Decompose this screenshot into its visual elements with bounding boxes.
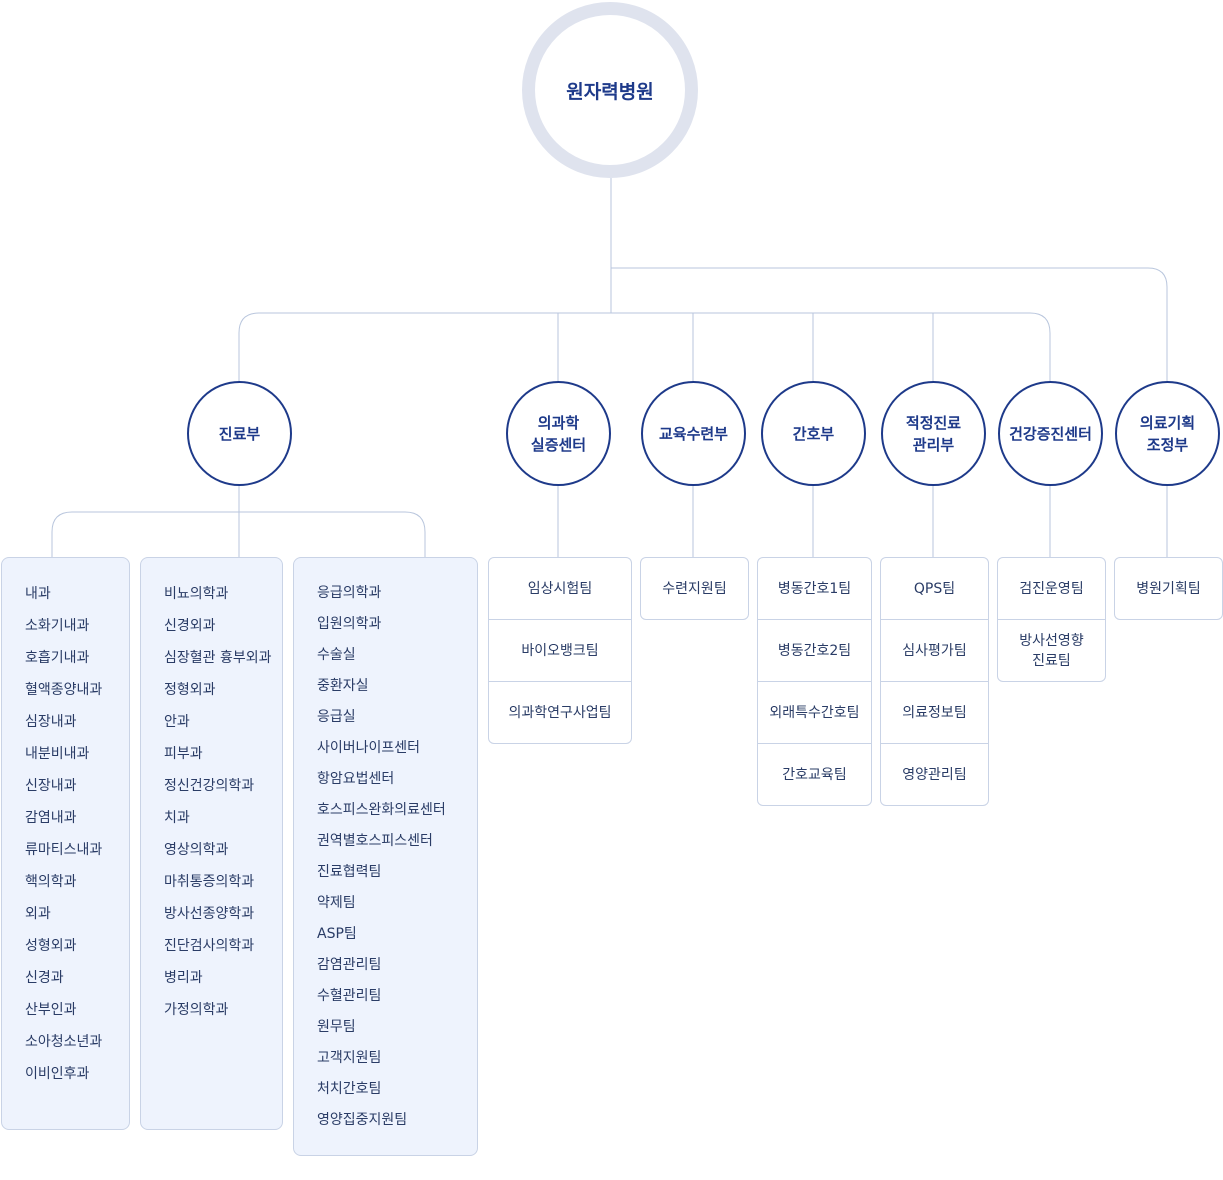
list-item[interactable]: 심장내과 (25, 714, 77, 730)
team-item[interactable]: 외래특수간호팀 (758, 681, 871, 743)
list-item[interactable]: 정형외과 (164, 682, 216, 698)
list-item[interactable]: 내분비내과 (25, 746, 90, 762)
list-item[interactable]: 혈액종양내과 (25, 682, 103, 698)
nursing-teams: 병동간호1팀 병동간호2팀 외래특수간호팀 간호교육팀 (757, 557, 872, 806)
list-item[interactable]: 중환자실 (317, 678, 369, 694)
list-item[interactable]: 처치간호팀 (317, 1081, 382, 1097)
list-item[interactable]: 응급의학과 (317, 585, 382, 601)
list-item[interactable]: 호흡기내과 (25, 650, 90, 666)
list-item[interactable]: 핵의학과 (25, 874, 77, 890)
list-item[interactable]: 고객지원팀 (317, 1050, 382, 1066)
list-item[interactable]: 정신건강의학과 (164, 778, 255, 794)
list-item[interactable]: 피부과 (164, 746, 203, 762)
list-item[interactable]: 수술실 (317, 647, 356, 663)
list-item[interactable]: 심장혈관 흉부외과 (164, 650, 272, 666)
list-item[interactable]: 호스피스완화의료센터 (317, 802, 446, 818)
dept-label: 의료기획 조정부 (1139, 413, 1196, 454)
team-item[interactable]: 검진운영팀 (1019, 580, 1084, 597)
team-item[interactable]: 의료정보팀 (881, 681, 988, 743)
dept-label: 의과학 실증센터 (530, 413, 587, 454)
list-item[interactable]: 산부인과 (25, 1002, 77, 1018)
list-item[interactable]: ASP팀 (317, 926, 357, 942)
dept-planning[interactable]: 의료기획 조정부 (1115, 381, 1220, 486)
dept-label: 간호부 (792, 424, 835, 443)
list-item[interactable]: 항암요법센터 (317, 771, 395, 787)
team-item[interactable]: 방사선영향 진료팀 (998, 619, 1105, 681)
dept-health-center[interactable]: 건강증진센터 (998, 381, 1103, 486)
list-item[interactable]: 약제팀 (317, 895, 356, 911)
list-item[interactable]: 감염내과 (25, 810, 77, 826)
list-item[interactable]: 외과 (25, 906, 51, 922)
list-item[interactable]: 응급실 (317, 709, 356, 725)
list-item[interactable]: 소화기내과 (25, 618, 90, 634)
list-item[interactable]: 사이버나이프센터 (317, 740, 421, 756)
education-teams: 수련지원팀 (640, 557, 749, 620)
dept-label: 건강증진센터 (1009, 424, 1092, 443)
list-item[interactable]: 감염관리팀 (317, 957, 382, 973)
quality-teams: QPS팀 심사평가팀 의료정보팀 영양관리팀 (880, 557, 989, 806)
team-item[interactable]: 병동간호1팀 (777, 580, 852, 597)
dept-nursing[interactable]: 간호부 (761, 381, 866, 486)
list-item[interactable]: 안과 (164, 714, 190, 730)
root-label: 원자력병원 (566, 80, 654, 103)
list-item[interactable]: 병리과 (164, 970, 203, 986)
team-item[interactable]: 바이오뱅크팀 (489, 619, 631, 681)
team-item[interactable]: 병원기획팀 (1136, 580, 1201, 597)
list-item[interactable]: 영상의학과 (164, 842, 229, 858)
list-item[interactable]: 입원의학과 (317, 616, 382, 632)
list-item[interactable]: 권역별호스피스센터 (317, 833, 433, 849)
list-item[interactable]: 진단검사의학과 (164, 938, 255, 954)
dept-label: 진료부 (218, 424, 261, 443)
team-item[interactable]: 수련지원팀 (662, 580, 727, 597)
list-item[interactable]: 치과 (164, 810, 190, 826)
list-item[interactable]: 원무팀 (317, 1019, 356, 1035)
planning-teams: 병원기획팀 (1114, 557, 1223, 620)
list-item[interactable]: 신장내과 (25, 778, 77, 794)
dept-quality[interactable]: 적정진료 관리부 (881, 381, 986, 486)
health-teams: 검진운영팀 방사선영향 진료팀 (997, 557, 1106, 682)
clinic-list-2: 비뇨의학과 신경외과 심장혈관 흉부외과 정형외과 안과 피부과 정신건강의학과… (140, 557, 283, 1130)
team-item[interactable]: 임상시험팀 (527, 580, 593, 597)
team-item[interactable]: 영양관리팀 (881, 743, 988, 805)
dept-clinic[interactable]: 진료부 (187, 381, 292, 486)
list-item[interactable]: 가정의학과 (164, 1002, 229, 1018)
team-item[interactable]: 의과학연구사업팀 (489, 681, 631, 743)
list-item[interactable]: 비뇨의학과 (164, 586, 229, 602)
dept-label: 적정진료 관리부 (905, 413, 962, 454)
dept-education[interactable]: 교육수련부 (641, 381, 746, 486)
clinic-list-3: 응급의학과 입원의학과 수술실 중환자실 응급실 사이버나이프센터 항암요법센터… (293, 557, 478, 1156)
list-item[interactable]: 류마티스내과 (25, 842, 103, 858)
clinic-list-1: 내과 소화기내과 호흡기내과 혈액종양내과 심장내과 내분비내과 신장내과 감염… (1, 557, 130, 1130)
list-item[interactable]: 진료협력팀 (317, 864, 382, 880)
list-item[interactable]: 마취통증의학과 (164, 874, 255, 890)
list-item[interactable]: 소아청소년과 (25, 1034, 103, 1050)
list-item[interactable]: 이비인후과 (25, 1066, 90, 1082)
list-item[interactable]: 신경외과 (164, 618, 216, 634)
team-item[interactable]: 심사평가팀 (881, 619, 988, 681)
list-item[interactable]: 내과 (25, 586, 51, 602)
team-item[interactable]: 간호교육팀 (758, 743, 871, 805)
team-item[interactable]: 병동간호2팀 (758, 619, 871, 681)
dept-science-center[interactable]: 의과학 실증센터 (506, 381, 611, 486)
list-item[interactable]: 수혈관리팀 (317, 988, 382, 1004)
list-item[interactable]: 신경과 (25, 970, 64, 986)
dept-label: 교육수련부 (658, 424, 728, 443)
science-teams: 임상시험팀 바이오뱅크팀 의과학연구사업팀 (488, 557, 632, 744)
root-node: 원자력병원 (522, 2, 698, 178)
list-item[interactable]: 성형외과 (25, 938, 77, 954)
list-item[interactable]: 방사선종양학과 (164, 906, 255, 922)
team-item[interactable]: QPS팀 (913, 580, 956, 597)
list-item[interactable]: 영양집중지원팀 (317, 1112, 408, 1128)
